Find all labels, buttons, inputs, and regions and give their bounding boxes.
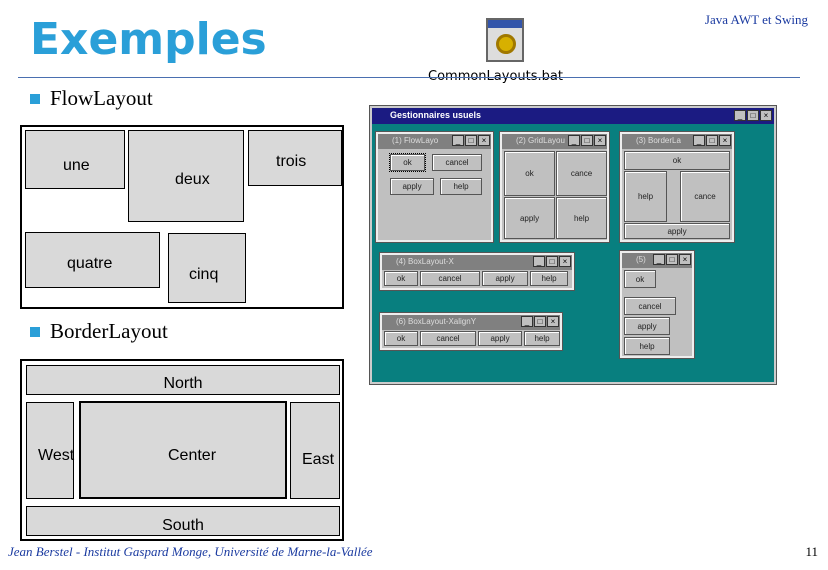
maximize-icon[interactable]: □ xyxy=(581,135,593,146)
mini-window-flowlayout: (1) FlowLayo _□× ok cancel apply help xyxy=(375,131,494,243)
demo-app-title: Gestionnaires usuels xyxy=(390,110,482,120)
mini-titlebar[interactable]: (6) BoxLayout-XalignY _□× xyxy=(382,315,560,330)
maximize-icon[interactable]: □ xyxy=(465,135,477,146)
flow-button-trois[interactable]: trois xyxy=(248,130,342,186)
mini-button-apply[interactable]: apply xyxy=(482,271,528,286)
mini-button-help[interactable]: help xyxy=(556,197,607,239)
minimize-icon[interactable]: _ xyxy=(533,256,545,267)
close-icon[interactable]: × xyxy=(559,256,571,267)
close-icon[interactable]: × xyxy=(478,135,490,146)
flow-button-une[interactable]: une xyxy=(25,130,125,189)
flow-button-cinq[interactable]: cinq xyxy=(168,233,246,303)
mini-titlebar[interactable]: (5) _□× xyxy=(622,253,692,268)
border-label-center: Center xyxy=(168,447,217,464)
borderlayout-panel: North West Center East South xyxy=(20,359,344,541)
minimize-icon[interactable]: _ xyxy=(568,135,580,146)
mini-button-cancel[interactable]: cancel xyxy=(420,271,480,286)
demo-app-titlebar[interactable]: Gestionnaires usuels xyxy=(372,108,774,124)
demo-app-window: Gestionnaires usuels _□× (1) FlowLayo _□… xyxy=(369,105,777,385)
close-icon[interactable]: × xyxy=(547,316,559,327)
minimize-icon[interactable]: _ xyxy=(693,135,705,146)
mini-window-borderlayout: (3) BorderLa _□× ok help cance apply xyxy=(619,131,735,243)
border-label-south: South xyxy=(162,517,204,534)
flow-label-deux: deux xyxy=(175,171,210,188)
mini-window-boxlayout-x: (4) BoxLayout-X _□× ok cancel apply help xyxy=(379,252,575,291)
flow-button-deux[interactable]: deux xyxy=(128,130,244,222)
mini-button-help[interactable]: help xyxy=(624,337,670,355)
batch-file-icon[interactable] xyxy=(486,18,524,62)
mini-title: (6) BoxLayout-XalignY xyxy=(396,317,477,326)
close-icon[interactable]: × xyxy=(760,110,772,121)
footer-author: Jean Berstel - Institut Gaspard Monge, U… xyxy=(8,544,373,559)
border-button-west[interactable]: West xyxy=(26,402,74,499)
mini-window-boxlayout-xaligny: (6) BoxLayout-XalignY _□× ok cancel appl… xyxy=(379,312,563,351)
slide-title: Exemples xyxy=(30,14,267,65)
mini-button-help[interactable]: help xyxy=(530,271,568,286)
mini-button-apply[interactable]: apply xyxy=(390,178,434,195)
mini-button-apply[interactable]: apply xyxy=(478,331,522,346)
mini-titlebar[interactable]: (4) BoxLayout-X _□× xyxy=(382,255,572,270)
minimize-icon[interactable]: _ xyxy=(452,135,464,146)
bullet-square-icon xyxy=(30,94,40,104)
mini-titlebar[interactable]: (3) BorderLa _□× xyxy=(622,134,732,149)
mini-window-boxlayout-y: (5) _□× ok cancel apply help xyxy=(619,250,695,359)
mini-button-ok[interactable]: ok xyxy=(624,151,730,170)
mini-title: (5) xyxy=(636,255,646,264)
border-label-north: North xyxy=(163,375,203,392)
maximize-icon[interactable]: □ xyxy=(534,316,546,327)
mini-button-cancel[interactable]: cance xyxy=(556,151,607,196)
maximize-icon[interactable]: □ xyxy=(666,254,678,265)
bullet-flowlayout: FlowLayout xyxy=(50,86,153,110)
border-button-north[interactable]: North xyxy=(26,365,340,395)
header-divider xyxy=(18,77,800,78)
mini-title: (4) BoxLayout-X xyxy=(396,257,454,266)
close-icon[interactable]: × xyxy=(594,135,606,146)
flow-label-trois: trois xyxy=(276,153,307,170)
flow-label-cinq: cinq xyxy=(189,266,219,283)
minimize-icon[interactable]: _ xyxy=(734,110,746,121)
mini-button-cancel[interactable]: cancel xyxy=(420,331,476,346)
flow-label-quatre: quatre xyxy=(67,255,113,272)
mini-button-help[interactable]: help xyxy=(440,178,482,195)
flowlayout-panel: une deux trois quatre cinq xyxy=(20,125,344,309)
border-button-center[interactable]: Center xyxy=(79,401,287,499)
maximize-icon[interactable]: □ xyxy=(747,110,759,121)
header-course-label: Java AWT et Swing xyxy=(704,12,808,27)
flow-label-une: une xyxy=(63,157,90,174)
border-button-east[interactable]: East xyxy=(290,402,340,499)
maximize-icon[interactable]: □ xyxy=(706,135,718,146)
mini-titlebar[interactable]: (2) GridLayou _□× xyxy=(502,134,607,149)
flow-button-quatre[interactable]: quatre xyxy=(25,232,160,288)
mini-button-help[interactable]: help xyxy=(624,171,667,222)
mini-button-apply[interactable]: apply xyxy=(624,317,670,335)
mini-button-apply[interactable]: apply xyxy=(624,223,730,239)
mini-button-cancel[interactable]: cancel xyxy=(624,297,676,315)
mini-button-ok[interactable]: ok xyxy=(384,271,418,286)
mini-titlebar[interactable]: (1) FlowLayo _□× xyxy=(378,134,491,149)
mini-button-cancel[interactable]: cancel xyxy=(432,154,482,171)
minimize-icon[interactable]: _ xyxy=(521,316,533,327)
batch-file-label: CommonLayouts.bat xyxy=(428,69,563,84)
close-icon[interactable]: × xyxy=(679,254,691,265)
bullet-borderlayout: BorderLayout xyxy=(50,319,168,343)
bullet-square-icon xyxy=(30,327,40,337)
mini-button-ok[interactable]: ok xyxy=(504,151,555,196)
border-button-south[interactable]: South xyxy=(26,506,340,536)
mini-button-apply[interactable]: apply xyxy=(504,197,555,239)
page-number: 11 xyxy=(805,544,818,559)
mini-title: (2) GridLayou xyxy=(516,136,565,145)
border-label-east: East xyxy=(302,451,335,468)
mini-button-help[interactable]: help xyxy=(524,331,560,346)
mini-button-ok[interactable]: ok xyxy=(624,270,656,288)
mini-window-gridlayout: (2) GridLayou _□× ok cance apply help xyxy=(499,131,610,243)
border-label-west: West xyxy=(38,447,75,464)
mini-button-cancel[interactable]: cance xyxy=(680,171,730,222)
maximize-icon[interactable]: □ xyxy=(546,256,558,267)
mini-button-ok[interactable]: ok xyxy=(384,331,418,346)
close-icon[interactable]: × xyxy=(719,135,731,146)
mini-button-ok[interactable]: ok xyxy=(389,153,426,172)
mini-title: (1) FlowLayo xyxy=(392,136,439,145)
mini-title: (3) BorderLa xyxy=(636,136,681,145)
minimize-icon[interactable]: _ xyxy=(653,254,665,265)
